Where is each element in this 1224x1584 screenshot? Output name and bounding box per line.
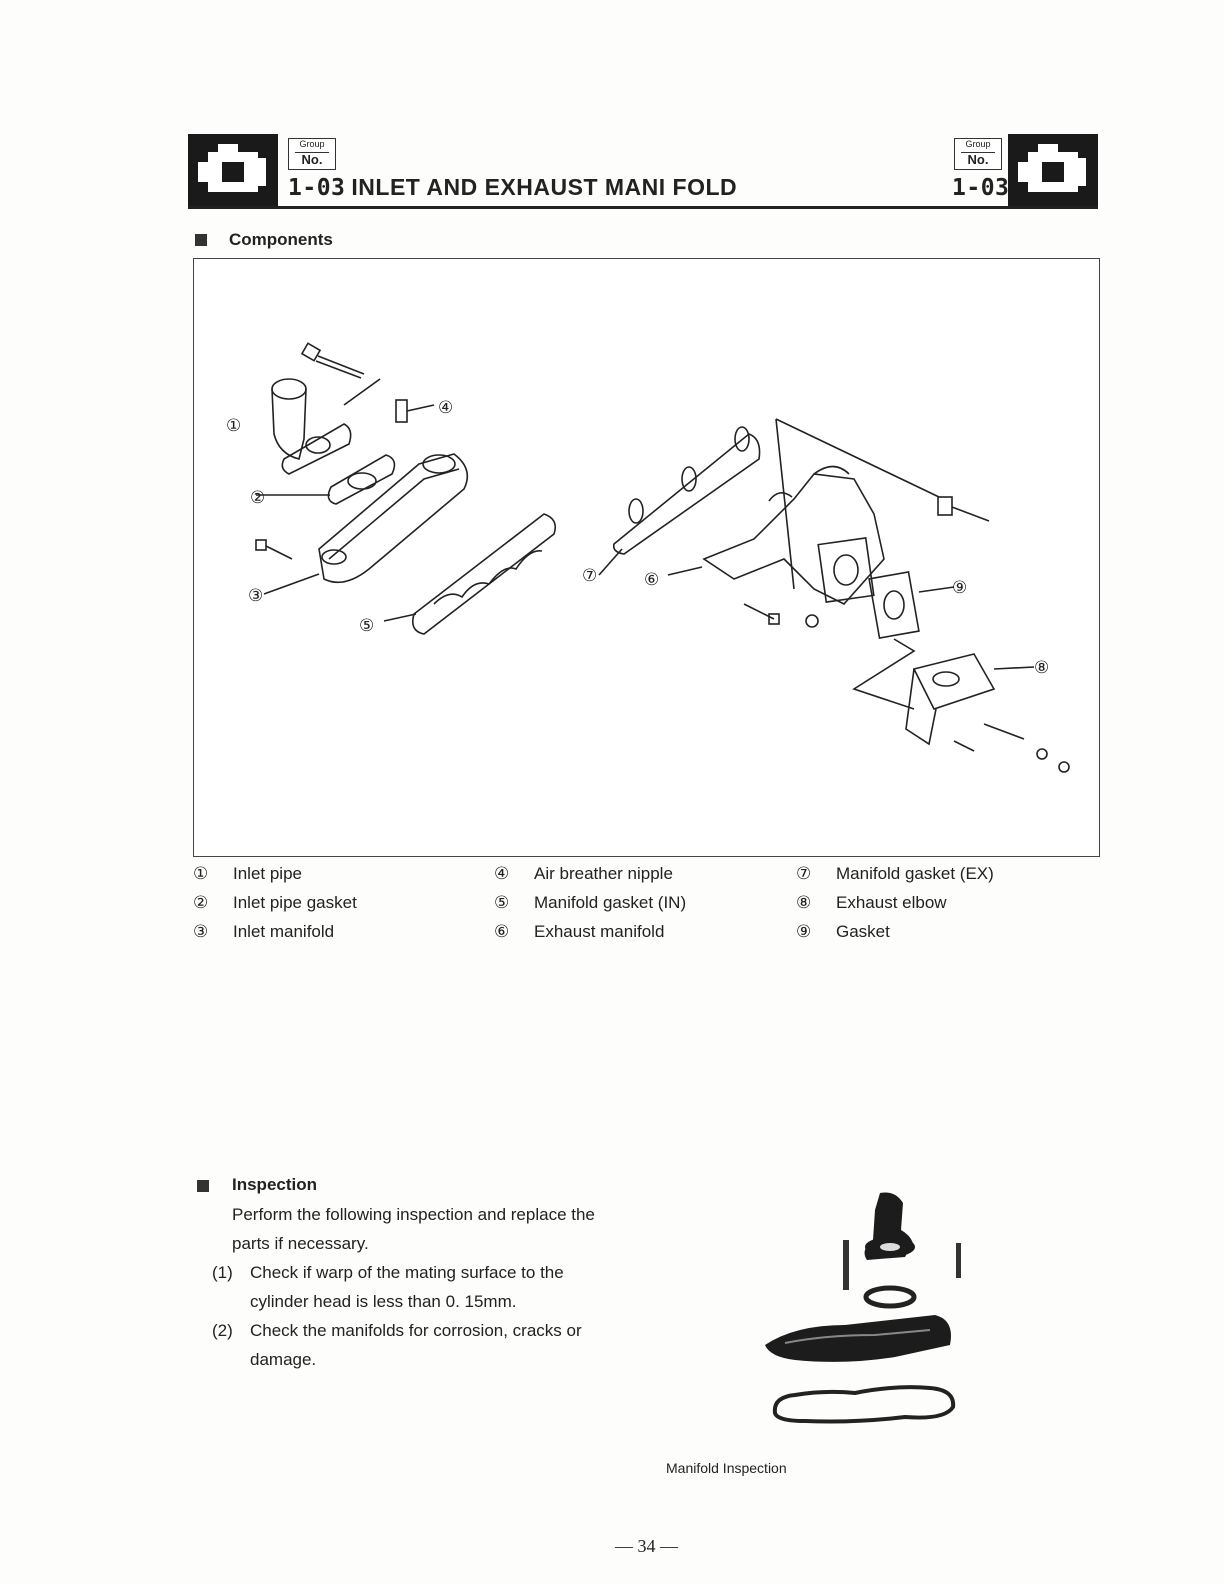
callout-3: ③ — [248, 586, 263, 605]
inspection-item-2-cont: damage. — [250, 1350, 317, 1369]
callout-6: ⑥ — [644, 570, 659, 589]
callout-2: ② — [250, 488, 265, 507]
inspection-bullet-icon — [197, 1180, 209, 1192]
legend-item: ① Inlet pipe — [193, 864, 302, 884]
legend-num: ⑤ — [494, 893, 510, 912]
legend-label: Inlet pipe — [233, 864, 302, 883]
callout-7: ⑦ — [582, 566, 597, 585]
group-label-right: Group — [965, 139, 991, 149]
bolt-icon-right — [937, 496, 990, 522]
manifold-inspection-photo — [755, 1185, 975, 1440]
bolt-icon-lower — [743, 603, 780, 625]
exhaust-manifold-drawing — [702, 465, 885, 605]
legend-item: ③ Inlet manifold — [193, 922, 334, 942]
legend-num: ⑧ — [796, 893, 812, 912]
legend-label: Manifold gasket (EX) — [836, 864, 994, 883]
legend-num: ③ — [193, 922, 209, 941]
inspection-item-2: (2) Check the manifolds for corrosion, cr… — [212, 1316, 632, 1345]
legend-label: Exhaust manifold — [534, 922, 665, 941]
inlet-gasket-drawing — [327, 454, 396, 505]
legend-label: Gasket — [836, 922, 890, 941]
legend-num: ① — [193, 864, 209, 883]
components-heading: Components — [229, 230, 333, 249]
legend-label: Exhaust elbow — [836, 893, 947, 912]
legend-label: Inlet pipe gasket — [233, 893, 357, 912]
legend-label: Inlet manifold — [233, 922, 335, 941]
exhaust-elbow-drawing — [905, 653, 996, 746]
photo-caption: Manifold Inspection — [666, 1460, 787, 1476]
legend-item: ⑦ Manifold gasket (EX) — [796, 864, 994, 884]
no-label: No. — [295, 152, 329, 167]
manifold-gasket-ex-drawing — [612, 426, 761, 555]
inspection-intro-line: parts if necessary. — [232, 1234, 369, 1253]
legend-item: ⑧ Exhaust elbow — [796, 893, 947, 913]
callout-9: ⑨ — [952, 578, 967, 597]
components-legend: ① Inlet pipe ② Inlet pipe gasket ③ Inlet ma… — [193, 864, 1098, 954]
section-bullet-icon — [195, 234, 207, 246]
title-number: 1-03 — [288, 175, 346, 201]
callout-1: ① — [226, 416, 241, 435]
page-number: — 34 — — [615, 1536, 678, 1556]
inspection-body: Perform the following inspection and rep… — [212, 1200, 632, 1374]
small-bolt-icon — [255, 539, 293, 560]
callout-5: ⑤ — [359, 616, 374, 635]
legend-item: ② Inlet pipe gasket — [193, 893, 357, 913]
legend-label: Air breather nipple — [534, 864, 673, 883]
group-label: Group — [299, 139, 325, 149]
legend-num: ② — [193, 893, 209, 912]
exploded-view-drawing: ① ② ③ ④ ⑤ ⑥ ⑦ ⑧ ⑨ — [226, 342, 1070, 773]
engine-icon-left — [188, 134, 278, 206]
legend-item: ④ Air breather nipple — [494, 864, 673, 884]
header-rule — [188, 206, 1098, 209]
legend-num: ⑦ — [796, 864, 812, 883]
item-number: (2) — [212, 1321, 233, 1340]
legend-item: ⑤ Manifold gasket (IN) — [494, 893, 686, 913]
legend-item: ⑨ Gasket — [796, 922, 890, 942]
inlet-pipe-drawing — [271, 378, 352, 475]
legend-label: Manifold gasket (IN) — [534, 893, 687, 912]
inspection-item-1-cont: cylinder head is less than 0. 15mm. — [250, 1292, 517, 1311]
legend-num: ⑥ — [494, 922, 510, 941]
item-text: Check the manifolds for corrosion, crack… — [250, 1321, 582, 1340]
title-text: INLET AND EXHAUST MANI FOLD — [351, 174, 738, 200]
inspection-item-1: (1) Check if warp of the mating surface t… — [212, 1258, 632, 1287]
inspection-intro-line: Perform the following inspection and rep… — [232, 1205, 595, 1224]
callout-8: ⑧ — [1034, 658, 1049, 677]
no-label-right: No. — [961, 152, 995, 167]
bolt-icon — [300, 342, 365, 379]
item-text: Check if warp of the mating surface to t… — [250, 1263, 564, 1282]
callout-4: ④ — [438, 398, 453, 417]
manifold-gasket-in-drawing — [411, 513, 557, 635]
inspection-heading: Inspection — [232, 1175, 318, 1194]
item-number: (1) — [212, 1263, 233, 1282]
legend-num: ④ — [494, 864, 510, 883]
inlet-manifold-drawing — [318, 453, 469, 584]
components-diagram: ① ② ③ ④ ⑤ ⑥ ⑦ ⑧ ⑨ — [193, 258, 1100, 857]
engine-icon-right — [1008, 134, 1098, 206]
gasket-drawing — [868, 571, 920, 639]
group-number-box-left: Group No. — [288, 138, 336, 170]
section-number-right: 1-03 — [952, 174, 1015, 201]
group-number-box-right: Group No. — [954, 138, 1002, 170]
nipple-drawing — [395, 399, 435, 423]
section-number-text: 1-03 — [952, 175, 1010, 201]
legend-num: ⑨ — [796, 922, 812, 941]
legend-item: ⑥ Exhaust manifold — [494, 922, 664, 942]
